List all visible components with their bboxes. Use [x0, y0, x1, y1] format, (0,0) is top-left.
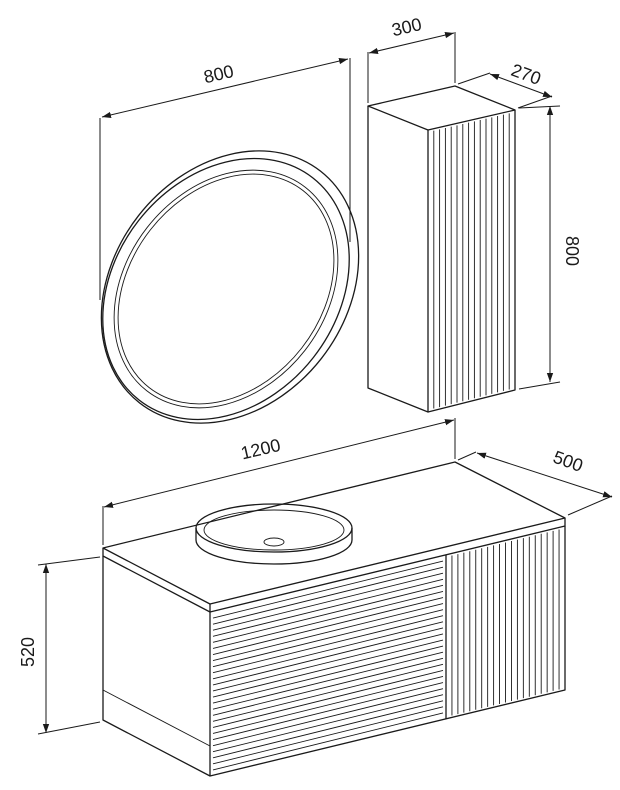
drawer-divider: [102, 689, 211, 747]
cabinet-depth-dimension: 270: [457, 60, 553, 109]
vanity-width-label: 1200: [239, 435, 283, 463]
vanity-width-dimension: 1200: [102, 418, 456, 545]
drawer-slat-line: [212, 712, 444, 771]
mirror-width-label: 800: [202, 61, 236, 87]
drawer-slats: [212, 560, 444, 771]
drawer-slat-line: [212, 591, 444, 649]
cabinet-flutes: [433, 113, 510, 409]
drawer-slat-line: [212, 669, 444, 728]
vanity-depth-label: 500: [551, 447, 586, 476]
drawer-slat-line: [212, 706, 444, 765]
drawer-slat-line: [212, 633, 444, 692]
vanity-depth-dimension: 500: [457, 447, 613, 516]
drawer-slat-line: [212, 560, 444, 619]
drawer-slat-line: [212, 645, 444, 704]
drawer-slat-line: [212, 609, 444, 668]
door-flutes: [451, 529, 560, 716]
cabinet-height-dimension: 800: [518, 105, 582, 390]
drawer-slat-line: [212, 621, 444, 680]
vanity-unit: [102, 461, 566, 777]
round-mirror: [100, 150, 360, 424]
drawer-slat-line: [212, 572, 444, 631]
drawer-slat-line: [212, 676, 444, 734]
cabinet-depth-label: 270: [509, 60, 544, 89]
drawer-slat-line: [212, 597, 444, 655]
drawer-slat-line: [212, 700, 444, 759]
drawer-slat-line: [212, 566, 444, 625]
drawer-slat-line: [212, 688, 444, 747]
drawer-slat-line: [212, 615, 444, 674]
mirror-width-dimension: 800: [99, 57, 351, 300]
drawer-slat-line: [212, 627, 444, 686]
drawer-slat-line: [212, 603, 444, 662]
tall-cabinet: [367, 85, 516, 413]
drawer-slat-line: [212, 663, 444, 722]
vanity-height-dimension: 520: [18, 556, 101, 735]
drain-icon: [263, 537, 285, 547]
drawer-slat-line: [212, 578, 444, 637]
vessel-basin: [195, 503, 353, 565]
drawer-slat-line: [212, 584, 444, 643]
vanity-height-label: 520: [18, 637, 38, 667]
drawer-slat-line: [212, 651, 444, 710]
drawer-slat-line: [212, 639, 444, 698]
cabinet-width-label: 300: [390, 14, 424, 40]
drawer-slat-line: [212, 682, 444, 740]
drawer-slat-line: [212, 657, 444, 716]
cabinet-height-label: 800: [562, 236, 582, 266]
drawer-slat-line: [212, 694, 444, 753]
